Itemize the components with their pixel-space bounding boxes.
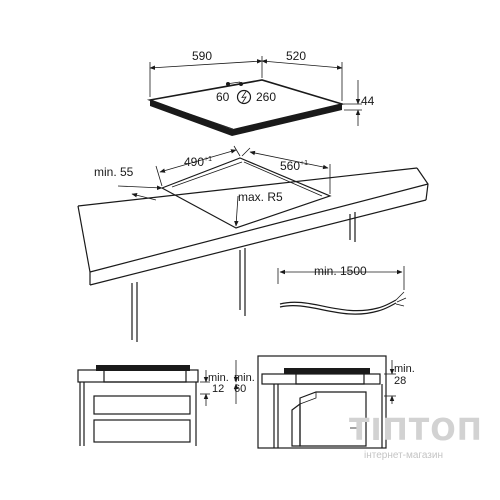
hob-depth-dimension: 520 bbox=[261, 49, 343, 101]
edge-distance-dimension: min. 55 bbox=[94, 165, 163, 201]
cutout-radius-callout: max. R5 bbox=[234, 190, 283, 227]
watermark-subtitle: інтернет-магазин bbox=[364, 450, 443, 461]
hob-connection-right-label: 260 bbox=[256, 90, 276, 104]
gap1-min-label: min. bbox=[208, 372, 229, 384]
cutout-depth-dimension: 560+1 bbox=[241, 147, 331, 194]
cutout-radius-label: max. R5 bbox=[238, 190, 283, 204]
hob-width-dimension: 590 bbox=[149, 49, 263, 97]
countertop-drawing bbox=[77, 157, 429, 342]
cable-length-label: min. 1500 bbox=[314, 264, 367, 278]
section-left: min. 12 min. 60 bbox=[77, 360, 255, 446]
gap2-value-label: 60 bbox=[234, 383, 246, 395]
hob-depth-label: 520 bbox=[286, 49, 306, 63]
edge-distance-label: min. 55 bbox=[94, 165, 134, 179]
power-connection-icon bbox=[236, 89, 252, 105]
hob-height-dimension: 44 bbox=[344, 80, 375, 126]
hob-front-edge bbox=[150, 100, 342, 136]
hob-height-label: 44 bbox=[361, 94, 375, 108]
cutout-width-label: 490+1 bbox=[184, 155, 212, 169]
gap1-value-label: 12 bbox=[212, 383, 224, 395]
hob-width-label: 590 bbox=[192, 49, 212, 63]
section-right: min. 28 bbox=[257, 355, 415, 449]
gap-value-label: 28 bbox=[394, 375, 406, 387]
watermark-brand: ТІПТОП bbox=[349, 413, 483, 448]
cutout-depth-label: 560+1 bbox=[280, 159, 308, 173]
cable-drawing: min. 1500 bbox=[277, 264, 407, 315]
gap-min-label: min. bbox=[394, 363, 415, 375]
hob-top-surface bbox=[146, 79, 346, 131]
hob-drawing: 60 260 bbox=[146, 79, 346, 136]
hob-connection-left-label: 60 bbox=[216, 90, 230, 104]
watermark: ТІПТОП інтернет-магазин bbox=[349, 413, 483, 461]
gap2-min-label: min. bbox=[234, 372, 255, 384]
cutout-width-dimension: 490+1 bbox=[155, 145, 241, 187]
